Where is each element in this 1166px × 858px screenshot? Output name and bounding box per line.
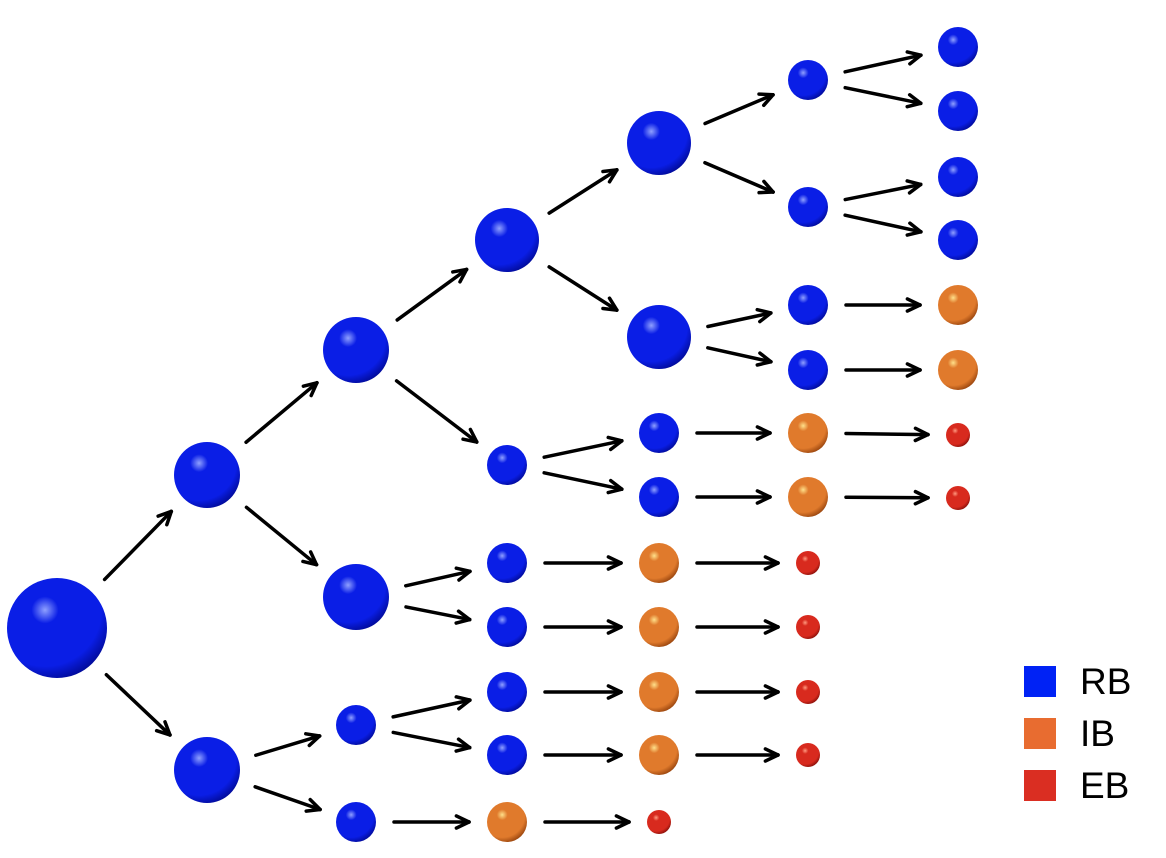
cell-rb	[487, 543, 527, 583]
arrow	[695, 555, 780, 571]
arrow	[244, 381, 319, 444]
nodes-layer	[7, 27, 978, 842]
arrow	[706, 346, 773, 367]
cell-ib	[788, 477, 828, 517]
arrow	[543, 555, 623, 571]
cell-ib	[639, 735, 679, 775]
arrow	[843, 213, 923, 237]
cell-rb	[487, 445, 527, 485]
arrows-layer	[102, 50, 930, 830]
cell-ib	[639, 672, 679, 712]
arrow	[543, 747, 623, 763]
cell-rb	[7, 578, 107, 678]
cell-ib	[938, 350, 978, 390]
legend-item-eb: EB	[1024, 759, 1131, 811]
arrow	[404, 566, 472, 588]
arrow	[703, 160, 775, 195]
arrow	[253, 785, 322, 813]
arrow	[391, 695, 472, 719]
arrow	[404, 605, 472, 625]
cell-rb	[323, 564, 389, 630]
cell-rb	[938, 91, 978, 131]
legend-label-ib: IB	[1080, 712, 1115, 754]
cell-ib	[788, 413, 828, 453]
arrow	[844, 362, 922, 378]
legend-item-ib: IB	[1024, 707, 1131, 759]
arrow	[547, 265, 619, 312]
arrow	[394, 379, 479, 444]
arrow	[104, 672, 172, 737]
cell-eb	[796, 680, 820, 704]
cell-rb	[487, 607, 527, 647]
arrow	[695, 684, 780, 700]
cell-rb	[938, 220, 978, 260]
cell-rb	[788, 350, 828, 390]
cell-rb	[174, 737, 240, 803]
legend-swatch-eb	[1024, 769, 1056, 801]
arrow	[844, 297, 922, 313]
cell-rb	[627, 111, 691, 175]
arrow	[244, 505, 319, 567]
cell-rb	[639, 477, 679, 517]
cell-eb	[647, 810, 671, 834]
cell-eb	[946, 423, 970, 447]
legend: RB IB EB	[1024, 655, 1131, 811]
cell-rb	[627, 305, 691, 369]
arrow	[543, 619, 623, 635]
arrow	[706, 307, 773, 329]
cell-rb	[174, 442, 240, 508]
cell-eb	[796, 743, 820, 767]
cell-rb	[336, 802, 376, 842]
cell-eb	[796, 615, 820, 639]
cell-rb	[336, 705, 376, 745]
arrow	[843, 85, 923, 109]
arrow	[391, 730, 472, 753]
arrow	[543, 684, 623, 700]
cell-rb	[938, 157, 978, 197]
cell-rb	[487, 672, 527, 712]
arrow	[843, 50, 923, 74]
arrow	[543, 814, 631, 830]
cell-rb	[639, 413, 679, 453]
cell-rb	[788, 187, 828, 227]
arrow	[695, 619, 780, 635]
arrow	[695, 747, 780, 763]
cell-eb	[946, 486, 970, 510]
legend-swatch-ib	[1024, 717, 1056, 749]
arrow	[547, 168, 619, 215]
arrow	[542, 435, 624, 459]
arrow	[703, 92, 775, 126]
arrow	[254, 732, 322, 758]
legend-swatch-rb	[1024, 665, 1056, 697]
cell-eb	[796, 551, 820, 575]
legend-label-rb: RB	[1080, 660, 1132, 702]
legend-label-eb: EB	[1080, 764, 1130, 806]
arrow	[542, 471, 624, 495]
arrow	[102, 509, 174, 582]
cell-rb	[487, 735, 527, 775]
cell-ib	[938, 285, 978, 325]
cell-ib	[639, 607, 679, 647]
arrow	[844, 489, 930, 506]
cell-ib	[639, 543, 679, 583]
arrow	[695, 489, 772, 505]
cell-rb	[788, 60, 828, 100]
cell-rb	[788, 285, 828, 325]
arrow	[392, 814, 471, 830]
arrow	[844, 426, 930, 443]
cell-ib	[487, 802, 527, 842]
legend-item-rb: RB	[1024, 655, 1131, 707]
cell-rb	[938, 27, 978, 67]
arrow	[695, 425, 772, 441]
arrow	[843, 179, 923, 202]
arrow	[395, 267, 469, 322]
cell-rb	[475, 208, 539, 272]
cell-rb	[323, 317, 389, 383]
